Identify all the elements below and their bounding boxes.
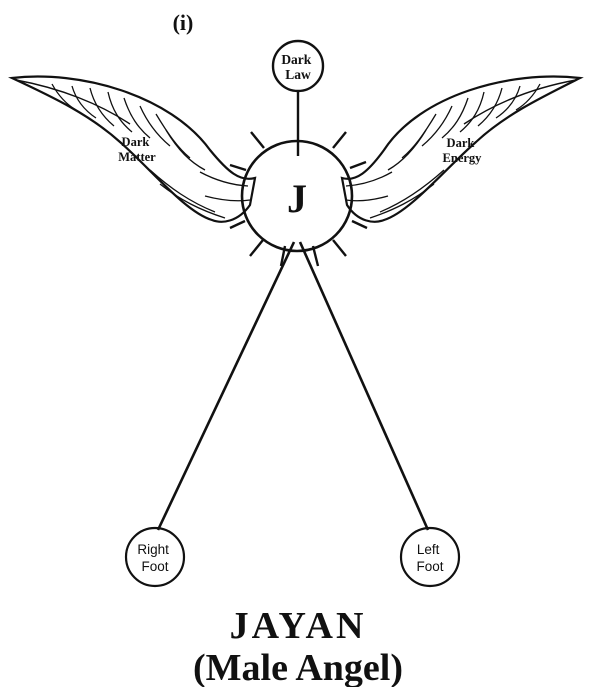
radiance-rays [229,131,368,267]
caption-subtitle: (Male Angel) [193,647,403,687]
right-foot-label: Right Foot [137,542,172,574]
right-wing [340,75,584,223]
left-foot-label: Left Foot [416,542,443,574]
center-node-label: J [287,176,307,221]
right-foot-node: Right Foot [124,526,186,588]
head-node-label: Dark Law [281,52,314,82]
left-wing [8,75,257,223]
center-node-j: J [240,139,354,253]
left-wing-label: Dark Matter [118,135,156,164]
head-node-dark-law: Dark Law [271,39,325,93]
right-leg-line [156,241,296,531]
right-wing-label: Dark Energy [443,136,483,165]
figure-label: (i) [173,10,194,35]
left-leg-line [298,241,430,531]
left-foot-node: Left Foot [399,526,461,588]
caption-name: JAYAN [230,605,367,647]
